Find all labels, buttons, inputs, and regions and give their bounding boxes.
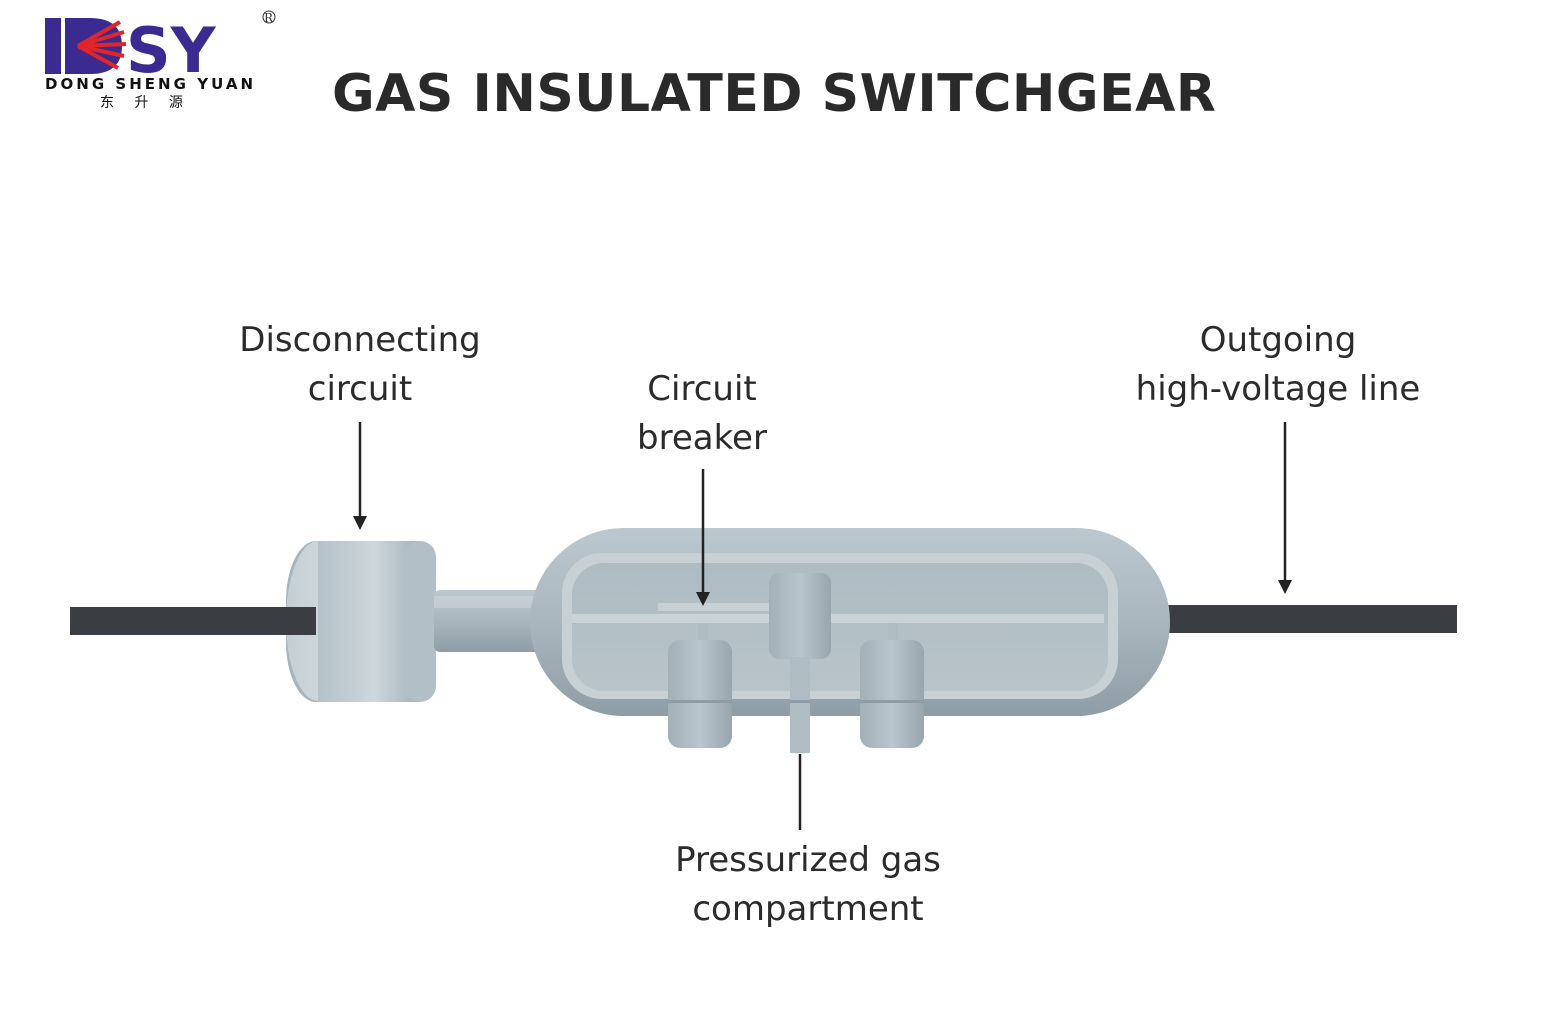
label-disconnecting-line1: Disconnecting — [239, 320, 481, 360]
outgoing-cable — [1165, 605, 1457, 633]
label-breaker-line2: breaker — [637, 418, 767, 458]
logo-stripes — [77, 20, 127, 70]
page-title-text: GAS INSULATED SWITCHGEAR — [332, 64, 1217, 124]
label-gas-line1: Pressurized gas — [675, 840, 941, 880]
incoming-cable — [70, 607, 318, 635]
label-disconnecting-line2: circuit — [307, 369, 413, 409]
logo-name-cn: 东 升 源 — [100, 95, 191, 111]
breaker-unit — [769, 573, 831, 753]
label-circuit-breaker: Circuit breaker — [572, 365, 832, 463]
label-breaker-line1: Circuit — [647, 369, 757, 409]
logo-sy: SY — [126, 14, 217, 87]
logo-registered-mark: R — [264, 11, 274, 25]
breaker-contact-rod — [658, 603, 770, 611]
insulator-cylinder-right — [860, 640, 924, 748]
busbar — [572, 614, 1104, 623]
dsy-logo: SY R DONG SHENG YUAN 东 升 源 — [45, 10, 276, 111]
insulator-cylinder-left — [668, 640, 732, 748]
label-gas-line2: compartment — [692, 889, 924, 929]
label-disconnecting-circuit: Disconnecting circuit — [200, 316, 520, 414]
page-title: GAS INSULATED SWITCHGEAR — [332, 64, 1216, 124]
label-outgoing-line1: Outgoing — [1199, 320, 1357, 360]
label-pressurized-gas: Pressurized gas compartment — [648, 836, 968, 934]
disconnector — [286, 541, 436, 702]
label-outgoing-line: Outgoing high-voltage line — [1108, 316, 1448, 414]
logo-name: DONG SHENG YUAN — [45, 75, 253, 93]
label-outgoing-line2: high-voltage line — [1135, 369, 1421, 409]
logo-bar — [45, 18, 61, 74]
